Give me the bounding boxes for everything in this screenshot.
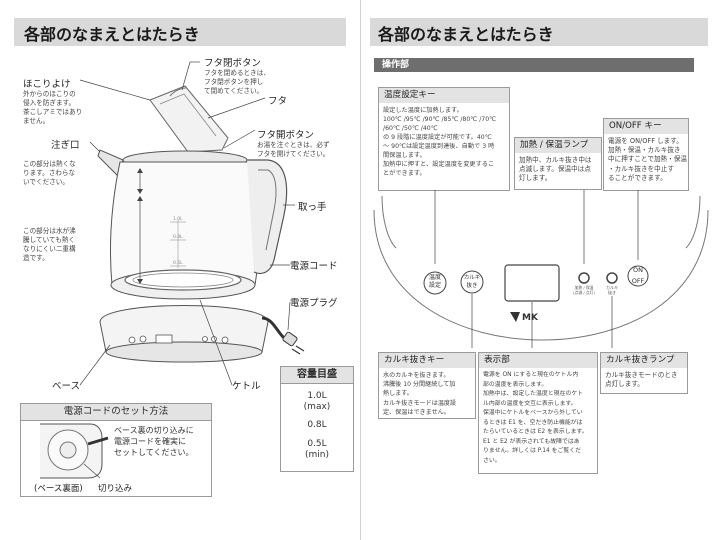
note-double-wall: この部分は水が沸 騰していても熱く なりにくい二重構 造です。 <box>23 227 76 262</box>
calc-key-desc: 水のカルキを抜きます。 沸騰後 10 分間継続して加 熱します。 カルキ抜きモー… <box>383 372 457 416</box>
page-divider <box>360 0 361 540</box>
base-underside-caption: (ベース裏面) <box>34 484 83 494</box>
note-dust-guard: 外からのほこりの 侵入を防ぎます。 茶こしアミではあり ません。 <box>23 90 83 125</box>
calc-key-title: カルキ抜きキー <box>379 353 475 368</box>
temp-set-button[interactable]: 温度 設定 <box>428 274 441 289</box>
scale-mark-2: 0.8L <box>173 234 183 240</box>
section-bar <box>374 58 694 72</box>
control-panel-illustration <box>373 190 709 348</box>
display-title: 表示部 <box>479 353 597 368</box>
capacity-box: 容量目盛 1.0L (max) 0.8L 0.5L (min) <box>280 366 354 472</box>
label-spout: 注ぎ口 <box>51 140 80 151</box>
display-desc: 電源を ON にすると現在のケトル内 部の温度を表示します。 加熱中は、設定した… <box>483 372 588 464</box>
scale-mark-3: 0.5L <box>173 260 183 266</box>
temp-key-desc: 設定した温度に加熱します。 100℃ /95℃ /90℃ /85℃ /80℃ /… <box>383 107 497 177</box>
label-lid-close-button: フタ閉ボタン <box>204 58 262 69</box>
notch-label: 切り込み <box>98 484 133 494</box>
cord-set-instruction: ベース裏の切り込みに 電源コードを確実に セットしてください。 <box>114 426 194 457</box>
cord-set-title: 電源コードのセット方法 <box>21 404 211 421</box>
calc-remove-button[interactable]: カルキ 抜き <box>463 275 481 289</box>
capacity-mid: 0.8L <box>307 420 327 430</box>
capacity-title: 容量目盛 <box>281 367 353 384</box>
label-lid-open-button: フタ開ボタン <box>257 130 315 141</box>
note-lid-open-button: お湯を注ぐときは、必ず フタを開けてください。 <box>257 141 330 158</box>
display-box: 表示部 電源を ON にすると現在のケトル内 部の温度を表示します。 加熱中は、… <box>478 352 598 474</box>
heat-lamp-title: 加熱 / 保温ランプ <box>515 138 601 153</box>
base-underside-illustration <box>40 423 109 479</box>
onoff-key-desc: 電源を ON/OFF します。 加熱・保温・カルキ抜き 中に押すことで加熱・保温… <box>608 137 687 182</box>
capacity-max: 1.0L (max) <box>303 391 331 412</box>
label-power-cord: 電源コード <box>290 261 338 272</box>
label-handle: 取っ手 <box>298 202 327 213</box>
heat-lamp-box: 加熱 / 保温ランプ 加熱中、カルキ抜き中は 点滅します。保温中は点 灯します。 <box>514 137 602 190</box>
calc-lamp-box: カルキ抜きランプ カルキ抜きモードのとき 点灯します。 <box>600 352 688 394</box>
heat-lamp-desc: 加熱中、カルキ抜き中は 点滅します。保温中は点 灯します。 <box>519 156 592 183</box>
brand-logo: MK <box>522 313 538 323</box>
scale-mark-1: 1.0L <box>173 216 183 222</box>
note-hot-area: この部分は熱くな ります。さわらな いでください。 <box>23 160 76 186</box>
onoff-key-title: ON/OFF キー <box>604 119 688 134</box>
right-page-title: 各部のなまえとはたらき <box>378 25 554 44</box>
temp-key-box: 温度設定キー 設定した温度に加熱します。 100℃ /95℃ /90℃ /85℃… <box>378 87 510 191</box>
note-lid-close-button: フタを閉めるときは、 フタ閉ボタンを押し て閉めてください。 <box>204 69 270 95</box>
calc-lamp-desc: カルキ抜きモードのとき 点灯します。 <box>605 371 678 389</box>
onoff-key-box: ON/OFF キー 電源を ON/OFF します。 加熱・保温・カルキ抜き 中に… <box>603 118 689 191</box>
temp-key-title: 温度設定キー <box>379 88 509 103</box>
calc-lamp-label: カルキ 抜き <box>606 285 618 295</box>
left-header-bar <box>14 18 346 46</box>
left-page-title: 各部のなまえとはたらき <box>24 25 200 44</box>
label-kettle: ケトル <box>232 381 261 392</box>
off-button-label[interactable]: OFF <box>631 277 645 285</box>
label-dust-guard: ほこりよけ <box>23 79 71 90</box>
label-power-plug: 電源プラグ <box>290 298 338 309</box>
kettle-illustration: 1.0L 0.8L 0.5L <box>79 61 305 386</box>
section-title: 操作部 <box>382 60 410 70</box>
label-lid: フタ <box>268 96 288 107</box>
heat-keep-lamp-label: 加熱 / 保温 (点滅 / 点灯) <box>573 285 595 295</box>
on-button-label[interactable]: ON <box>633 266 643 274</box>
capacity-min: 0.5L (min) <box>305 439 329 460</box>
calc-lamp-title: カルキ抜きランプ <box>601 353 687 368</box>
right-header-bar <box>370 18 708 46</box>
label-base: ベース <box>52 381 81 392</box>
calc-key-box: カルキ抜きキー 水のカルキを抜きます。 沸騰後 10 分間継続して加 熱します。… <box>378 352 476 419</box>
